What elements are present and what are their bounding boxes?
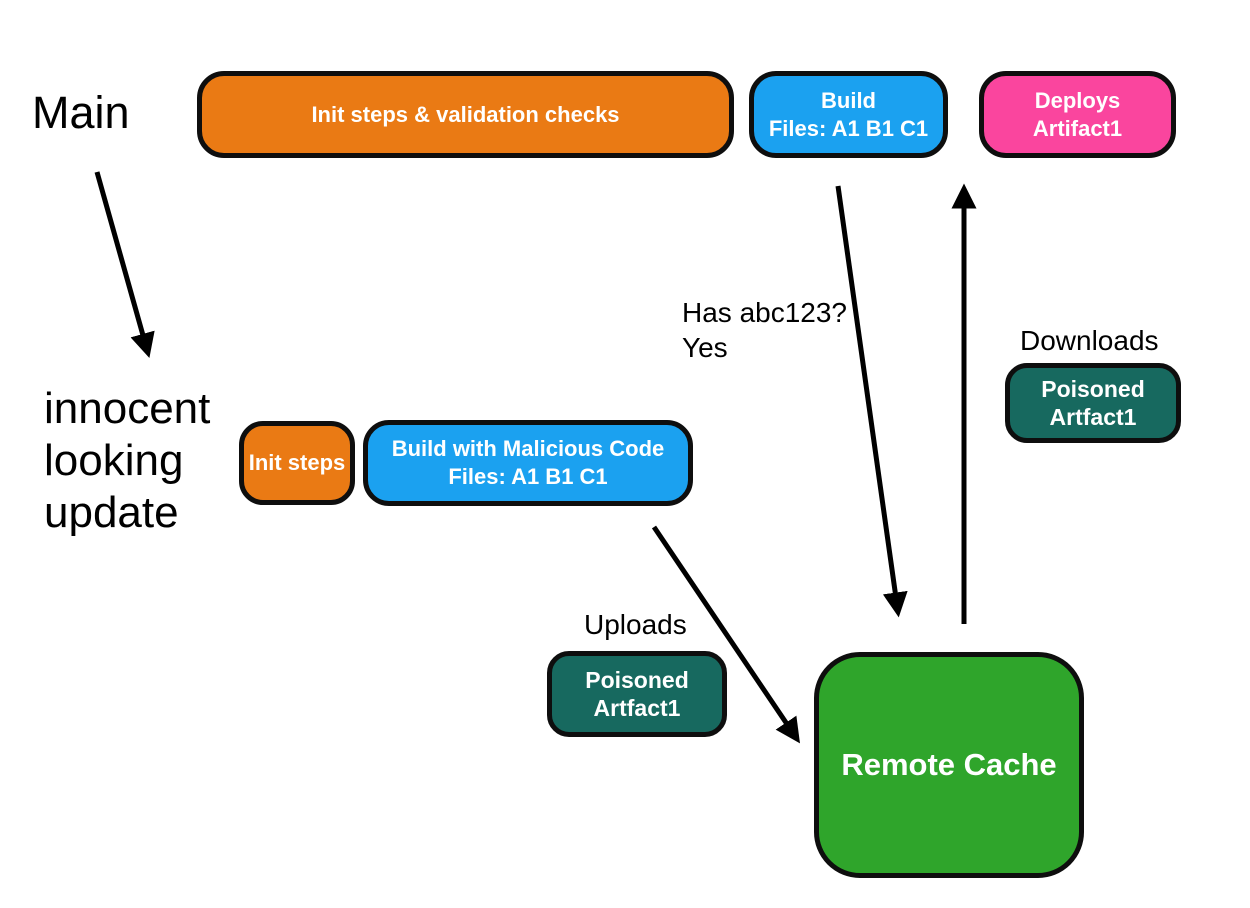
node-deploys-line1: Deploys bbox=[1034, 87, 1121, 113]
node-deploys-artifact1: Deploys Artifact1 bbox=[979, 71, 1176, 158]
node-build-malicious-code: Build with Malicious Code Files: A1 B1 C… bbox=[363, 420, 693, 506]
node-init-validation-checks: Init steps & validation checks bbox=[197, 71, 734, 158]
node-poisoned-upload-line2: Artfact1 bbox=[593, 695, 681, 721]
node-deploys-line2: Artifact1 bbox=[1032, 115, 1123, 141]
node-poisoned-artifact-upload: Poisoned Artfact1 bbox=[547, 651, 727, 737]
label-innocent-line3: update bbox=[44, 488, 179, 537]
node-poisoned-artifact-download: Poisoned Artfact1 bbox=[1005, 363, 1181, 443]
node-init-validation-label: Init steps & validation checks bbox=[311, 101, 620, 127]
node-build-malicious-line2: Files: A1 B1 C1 bbox=[448, 464, 608, 489]
label-uploads: Uploads bbox=[584, 609, 687, 640]
node-poisoned-upload-line1: Poisoned bbox=[585, 667, 689, 693]
label-innocent-line1: innocent bbox=[44, 384, 211, 433]
label-innocent-looking-update: innocent looking update bbox=[44, 383, 210, 539]
node-init-steps-label: Init steps bbox=[248, 450, 346, 475]
node-init-steps: Init steps bbox=[239, 421, 355, 505]
node-poisoned-download-line2: Artfact1 bbox=[1049, 404, 1137, 430]
label-innocent-line2: looking bbox=[44, 436, 184, 485]
node-poisoned-download-line1: Poisoned bbox=[1041, 376, 1145, 402]
node-build-malicious-line1: Build with Malicious Code bbox=[391, 436, 665, 461]
node-build-main-line1: Build bbox=[821, 87, 876, 113]
node-remote-cache-label: Remote Cache bbox=[841, 747, 1057, 782]
label-main-branch: Main bbox=[32, 87, 130, 138]
arrow-main-to-update bbox=[94, 171, 155, 359]
node-build-main-line2: Files: A1 B1 C1 bbox=[768, 115, 929, 141]
label-has-hash-line2: Yes bbox=[682, 332, 728, 363]
node-build-main: Build Files: A1 B1 C1 bbox=[749, 71, 948, 158]
label-has-hash-line1: Has abc123? bbox=[682, 297, 848, 328]
arrow-build-to-cache bbox=[835, 185, 908, 618]
label-downloads: Downloads bbox=[1020, 325, 1159, 356]
label-has-hash-query: Has abc123? Yes bbox=[682, 295, 847, 365]
node-remote-cache: Remote Cache bbox=[814, 652, 1084, 878]
